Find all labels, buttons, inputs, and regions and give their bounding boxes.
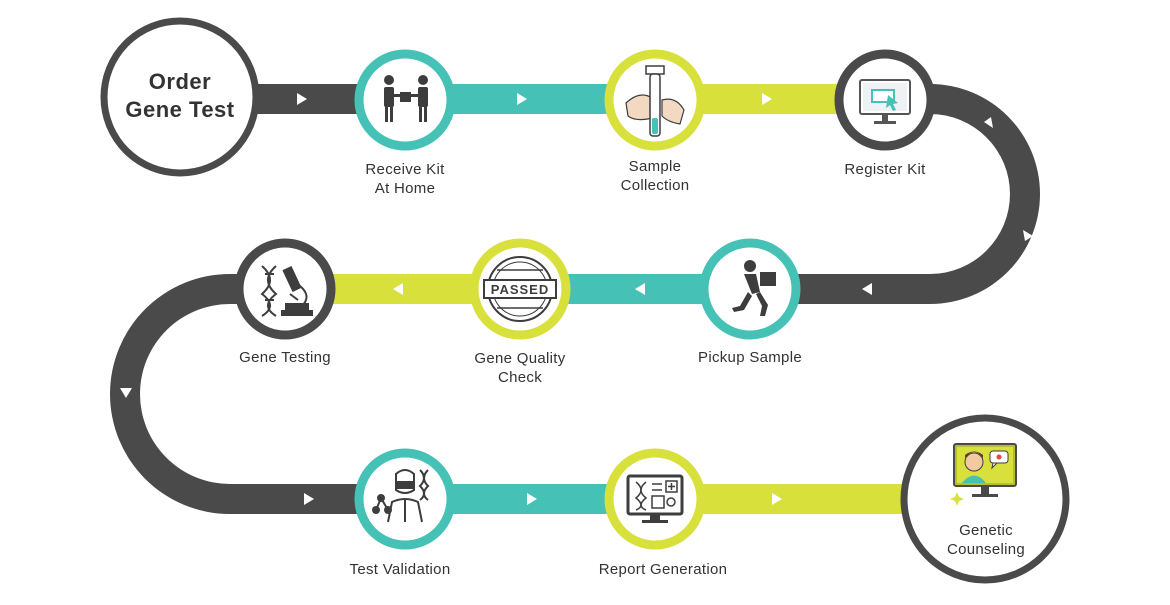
step-label-pickup-sample: Pickup Sample [698, 349, 802, 366]
courier-icon [732, 260, 776, 316]
arrow-right-icon [527, 493, 537, 505]
step-node-test-validation [354, 448, 456, 550]
step-node-sample-collection [604, 49, 706, 151]
step-node-receive-kit [354, 49, 456, 151]
step-label-register-kit: Register Kit [844, 161, 926, 178]
flow-arrows [120, 93, 1033, 505]
arrow-right-icon [297, 93, 307, 105]
end-node [900, 414, 1070, 584]
video-consult-icon [950, 443, 1017, 506]
arrow-left-icon [393, 283, 403, 295]
step-label-receive-kit: Receive Kit At Home [365, 161, 445, 197]
start-title: Order Gene Test [125, 69, 235, 122]
step-label-sample-collection: Sample Collection [620, 158, 690, 194]
step-node-gene-testing [234, 238, 336, 340]
computer-cursor-icon [859, 79, 911, 124]
handover-icon [384, 75, 428, 122]
arrow-down-icon [1023, 230, 1033, 241]
step-label-test-validation: Test Validation [349, 561, 451, 578]
dna-microscope-icon [260, 265, 313, 317]
arrow-right-icon [304, 493, 314, 505]
end-label: Genetic Counseling [946, 522, 1026, 558]
start-node [100, 17, 260, 177]
step-label-report-generation: Report Generation [598, 561, 728, 578]
passed-stamp-text: PASSED [491, 282, 550, 297]
step-label-gene-testing: Gene Testing [239, 349, 331, 366]
passed-stamp-icon: PASSED [483, 256, 557, 322]
step-node-pickup-sample [699, 238, 801, 340]
step-node-report-generation [604, 448, 706, 550]
arrow-down-icon [120, 388, 132, 398]
report-monitor-icon [626, 474, 684, 523]
arrow-right-icon [517, 93, 527, 105]
scientist-icon [372, 469, 430, 523]
arrow-up-icon [984, 117, 993, 128]
step-label-gene-quality-check: Gene Quality Check [474, 350, 566, 386]
arrow-left-icon [862, 283, 872, 295]
arrow-right-icon [772, 493, 782, 505]
step-node-register-kit [834, 49, 936, 151]
step-node-gene-quality-check: PASSED [469, 238, 571, 340]
arrow-left-icon [635, 283, 645, 295]
test-tube-icon [625, 65, 685, 137]
arrow-right-icon [762, 93, 772, 105]
